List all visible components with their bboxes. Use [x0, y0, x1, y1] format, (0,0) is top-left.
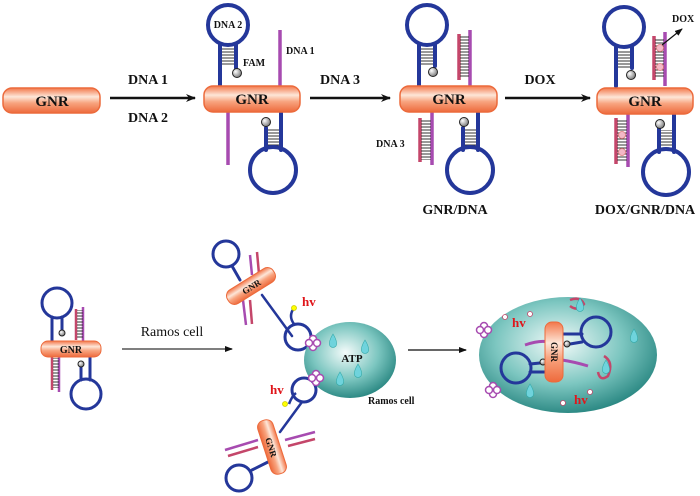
gnr-label: GNR — [432, 92, 466, 108]
probe-construct: GNR — [40, 286, 103, 411]
hv-label: hv — [512, 315, 526, 330]
step1-label-above: DNA 1 — [128, 73, 168, 88]
bound-construct-top: GNR hv — [211, 239, 316, 352]
step1-label-below: DNA 2 — [128, 111, 168, 126]
hv-label: hv — [302, 294, 316, 309]
bound-construct-bottom: GNR hv — [224, 376, 318, 493]
ramos-cell-step: Ramos cell — [122, 325, 233, 352]
step2-label: DNA 3 — [320, 73, 360, 88]
gnr-dna-caption: GNR/DNA — [422, 203, 488, 218]
fam-label: FAM — [243, 58, 266, 69]
gnr-label: GNR — [35, 94, 69, 110]
hv-label: hv — [574, 392, 588, 407]
internalized-cell: GNR hv hv — [475, 297, 657, 413]
dna3-label: DNA 3 — [376, 139, 405, 150]
gnr-label: GNR — [549, 342, 559, 363]
dox-release-arrow-icon — [661, 28, 683, 46]
dox-gnr-dna-construct: DOX GNR DOX/GNR/DNA — [595, 5, 696, 218]
gnr-dna-construct: DNA 3 GNR GNR/DNA — [376, 3, 498, 218]
gnr-label: GNR — [628, 94, 662, 110]
step2-arrow: DNA 3 — [310, 73, 391, 102]
step3-arrow: DOX — [505, 73, 591, 102]
ramos-cell: ATP Ramos cell — [304, 322, 415, 407]
dna1-label: DNA 1 — [286, 46, 315, 57]
gnr-label: GNR — [235, 92, 269, 108]
step1-arrow: DNA 1 DNA 2 — [110, 73, 196, 126]
dox-gnr-dna-caption: DOX/GNR/DNA — [595, 203, 696, 218]
dox-label: DOX — [672, 14, 695, 25]
gnr-dna1-dna2-construct: DNA 2 FAM DNA 1 GNR — [203, 3, 315, 195]
bare-gnr: GNR — [2, 87, 101, 114]
ramos-cell-label: Ramos cell — [368, 396, 415, 407]
ramos-step-label: Ramos cell — [141, 325, 204, 340]
dna2-label: DNA 2 — [214, 20, 243, 31]
hv-label: hv — [270, 382, 284, 397]
atp-label: ATP — [341, 353, 362, 365]
gnr-label: GNR — [60, 345, 83, 356]
step3-label: DOX — [524, 73, 555, 88]
